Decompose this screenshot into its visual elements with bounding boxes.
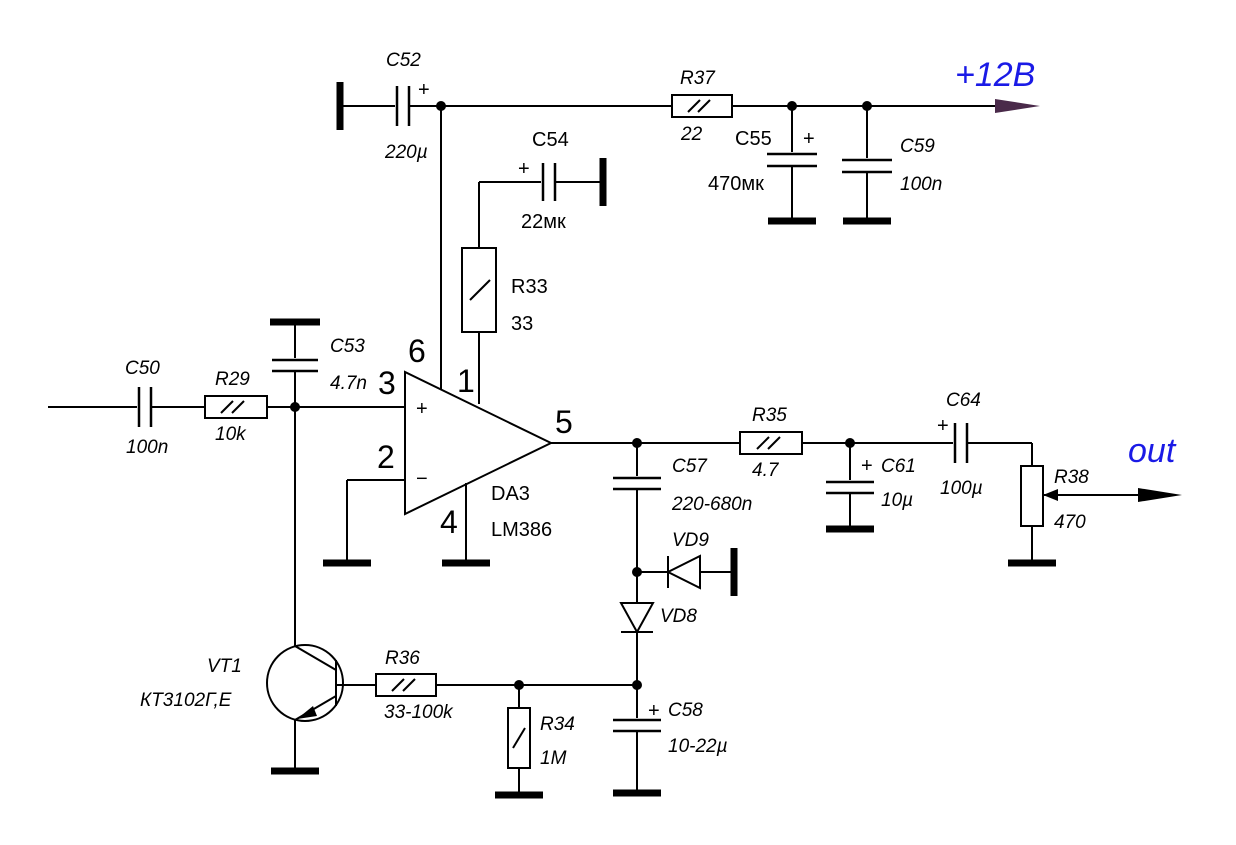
c61-polarity: + <box>861 455 873 477</box>
vt1-value: КТ3102Г,Е <box>140 690 232 711</box>
pin-2: 2 <box>377 439 395 475</box>
transistor-network <box>266 644 637 799</box>
vt1-ref: VT1 <box>207 656 242 677</box>
c54-value: 22мк <box>521 211 566 233</box>
pin-6: 6 <box>408 333 426 369</box>
r36-ref: R36 <box>385 648 420 669</box>
c52-value: 220µ <box>384 142 428 163</box>
r34-ref: R34 <box>540 714 575 735</box>
c55-polarity: + <box>803 128 815 150</box>
pin-1: 1 <box>457 363 475 399</box>
pin-5: 5 <box>555 404 573 440</box>
r37-value: 22 <box>680 124 703 145</box>
pin-4: 4 <box>440 504 458 540</box>
c59-value: 100n <box>900 174 942 195</box>
c52-polarity: + <box>418 79 430 101</box>
vd8-ref: VD8 <box>660 606 697 627</box>
c58-polarity: + <box>648 700 660 722</box>
c55-value: 470мк <box>708 173 764 195</box>
r35-ref: R35 <box>752 405 787 426</box>
c61-value: 10µ <box>881 490 913 511</box>
vd9-ref: VD9 <box>672 530 709 551</box>
r38-value: 470 <box>1054 512 1086 533</box>
c59-ref: C59 <box>900 136 935 157</box>
r33-value: 33 <box>511 313 533 335</box>
chip-model: LM386 <box>491 519 552 541</box>
r29-ref: R29 <box>215 369 250 390</box>
output-net-label: out <box>1128 432 1177 470</box>
supply-net-label: +12В <box>955 56 1035 94</box>
c53-value: 4.7n <box>330 373 367 394</box>
c64-polarity: + <box>937 415 949 437</box>
input-network <box>48 318 405 646</box>
c57-value: 220-680n <box>671 494 752 515</box>
r37-ref: R37 <box>680 68 716 89</box>
supply-arrow <box>995 99 1040 113</box>
r33-ref: R33 <box>511 276 548 298</box>
c61-ref: C61 <box>881 456 916 477</box>
supply-rail <box>336 82 1040 395</box>
c52-ref: C52 <box>386 50 421 71</box>
r35-value: 4.7 <box>752 460 780 481</box>
c58-value: 10-22µ <box>668 736 728 757</box>
pin-3: 3 <box>378 365 396 401</box>
c53-ref: C53 <box>330 336 365 357</box>
c64-ref: C64 <box>946 390 981 411</box>
c58-ref: C58 <box>668 700 703 721</box>
output-arrow <box>1138 488 1182 502</box>
c64-value: 100µ <box>940 478 983 499</box>
gain-network <box>461 158 607 404</box>
opamp-plus-sign: + <box>416 398 428 420</box>
chip-name: DA3 <box>491 483 530 505</box>
c50-value: 100n <box>126 437 168 458</box>
r34-value: 1M <box>540 748 567 769</box>
opamp-da3 <box>404 370 554 567</box>
r36-value: 33-100k <box>384 702 454 723</box>
c54-polarity: + <box>518 158 530 180</box>
r29-value: 10k <box>215 424 247 445</box>
c54-ref: C54 <box>532 129 569 151</box>
opamp-minus-sign: − <box>416 468 428 490</box>
output-network <box>551 423 1182 797</box>
labels: +12В out C52 220µ + R37 22 C55 470мк + C… <box>125 50 1177 769</box>
c57-ref: C57 <box>672 456 708 477</box>
r38-ref: R38 <box>1054 467 1089 488</box>
c50-ref: C50 <box>125 358 160 379</box>
c55-ref: C55 <box>735 128 772 150</box>
